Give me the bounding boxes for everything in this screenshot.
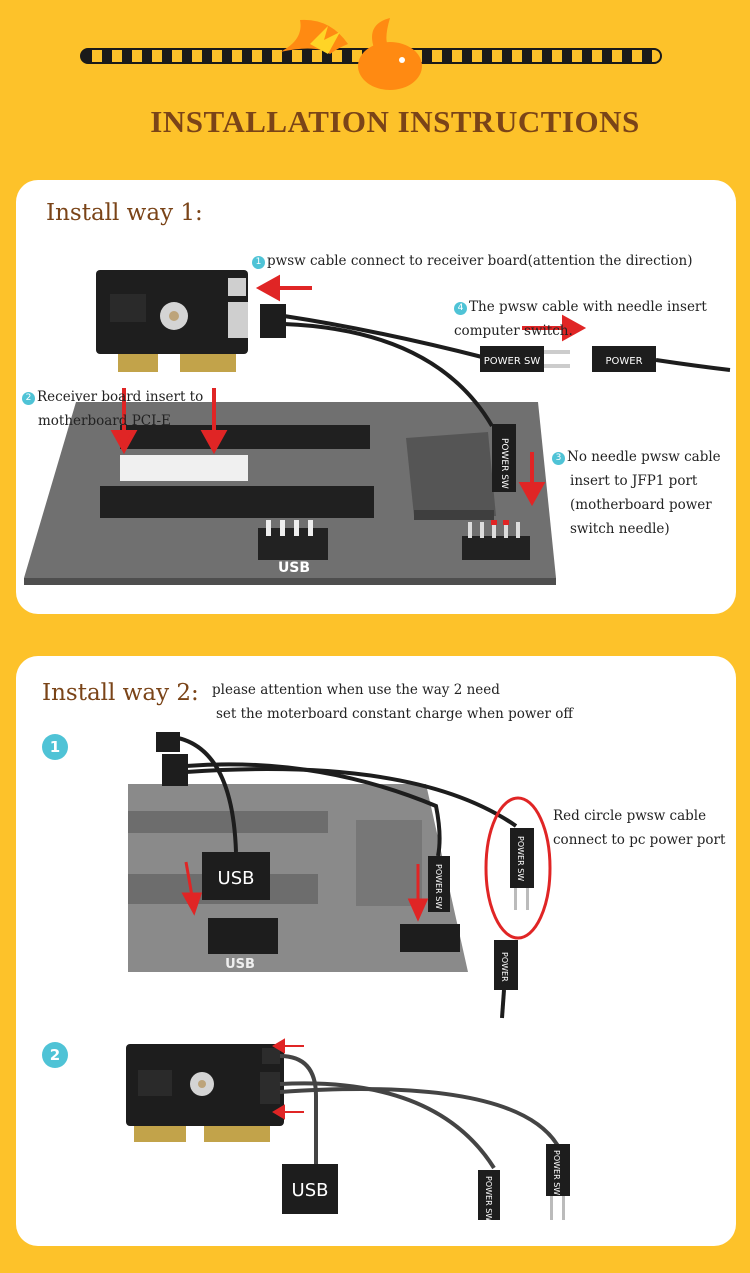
power-sw-label: POWER SW xyxy=(484,356,541,367)
svg-text:POWER SW: POWER SW xyxy=(484,1176,493,1221)
power-sw-connector xyxy=(480,346,544,372)
svg-text:POWER SW: POWER SW xyxy=(434,864,443,909)
red-circle-note: Red circle pwsw cable connect to pc powe… xyxy=(553,808,726,848)
page-title: INSTALLATION INSTRUCTIONS xyxy=(150,104,640,139)
power-connector xyxy=(592,346,656,372)
svg-text:USB: USB xyxy=(225,957,255,972)
svg-text:POWER: POWER xyxy=(500,952,509,982)
svg-text:POWER SW: POWER SW xyxy=(499,438,509,489)
svg-text:POWER SW: POWER SW xyxy=(516,836,525,881)
red-arrows xyxy=(110,274,587,507)
install-way-1-card: Install way 1: xyxy=(16,180,736,614)
red-circle xyxy=(484,796,552,940)
install-way-1-diagram: POWER SW POWER POWER SW USB xyxy=(24,270,731,585)
install-way-2-card: Install way 2: please attention when use… xyxy=(16,656,736,1246)
step-2-badge: 2 xyxy=(42,1042,68,1068)
svg-text:POWER SW: POWER SW xyxy=(552,1150,561,1195)
svg-text:USB: USB xyxy=(292,1180,329,1201)
pcie-slot-2 xyxy=(100,486,374,518)
rabbit-logo-icon xyxy=(280,18,422,90)
svg-text:USB: USB xyxy=(278,560,310,576)
install-way-1-title: Install way 1: xyxy=(46,200,203,226)
install-way-2-diagram: USB USB POWER SW POWER SW POWER xyxy=(126,732,570,1221)
receiver-slot xyxy=(120,455,248,481)
way-2-note: please attention when use the way 2 need… xyxy=(212,682,573,722)
install-way-2-title: Install way 2: xyxy=(42,680,199,706)
svg-text:USB: USB xyxy=(218,868,255,889)
svg-text:POWER: POWER xyxy=(605,356,642,367)
usb-plug xyxy=(202,852,270,900)
step-1-badge: 1 xyxy=(42,734,68,760)
pcie-slot-1 xyxy=(120,425,370,449)
jfp1-header xyxy=(462,536,530,560)
